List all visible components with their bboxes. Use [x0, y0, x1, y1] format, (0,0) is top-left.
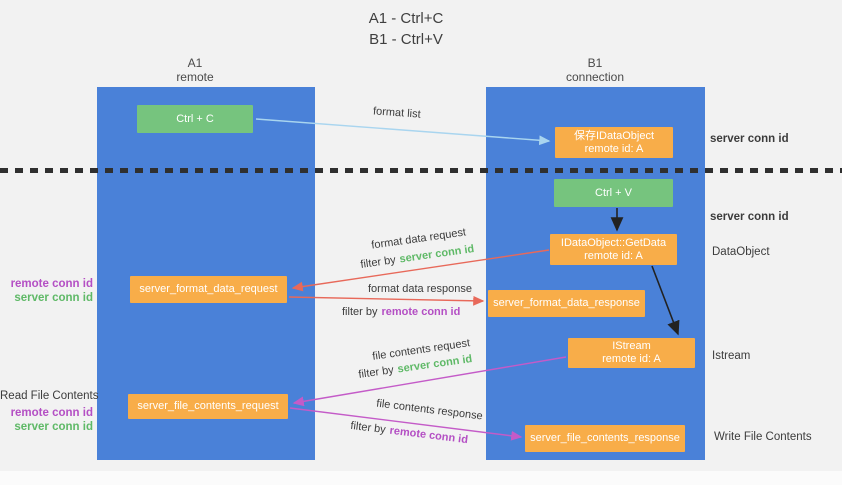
- filter-by-text: filter by: [357, 364, 395, 381]
- filter-by-text: filter by: [349, 419, 387, 437]
- node-ctrl-v-label: Ctrl + V: [595, 186, 632, 199]
- node-server-format-data-response: server_format_data_response: [488, 290, 645, 317]
- label-remote-conn-id-format: remote conn id: [10, 278, 93, 290]
- node-ctrl-c: Ctrl + C: [137, 105, 253, 133]
- title-line-2: B1 - Ctrl+V: [369, 31, 443, 48]
- column-b1-id: B1: [587, 56, 603, 70]
- phase-divider-dotted-line: [0, 168, 842, 173]
- filter-by-text: filter by: [342, 306, 378, 318]
- node-format-request-label: server_format_data_request: [139, 283, 278, 295]
- arrow-format-data-response: [288, 295, 485, 306]
- title-line-1: A1 - Ctrl+C: [368, 10, 444, 27]
- column-a1-id: A1: [187, 56, 203, 70]
- node-ctrl-v: Ctrl + V: [554, 179, 673, 207]
- node-istream-line2: remote id: A: [602, 353, 661, 365]
- node-save-idataobject-line1: 保存IDataObject: [573, 129, 655, 142]
- remote-conn-id-text: remote conn id: [388, 424, 469, 447]
- label-block-format-ids: remote conn id server conn id: [0, 277, 93, 305]
- node-save-idataobject-line2: remote id: A: [584, 142, 644, 155]
- label-dataobject: DataObject: [712, 246, 770, 258]
- node-istream-line1: IStream: [612, 340, 651, 352]
- column-a1-name: remote: [176, 70, 214, 84]
- label-server-conn-id-top: server conn id: [710, 133, 789, 145]
- node-ctrl-c-label: Ctrl + C: [176, 112, 214, 125]
- diagram-title: A1 - Ctrl+C B1 - Ctrl+V: [306, 8, 506, 50]
- filter-by-text: filter by: [359, 254, 397, 271]
- node-server-format-data-request: server_format_data_request: [130, 276, 287, 303]
- node-save-idataobject: 保存IDataObject remote id: A: [555, 127, 673, 158]
- column-header-b1: B1 connection: [535, 56, 655, 84]
- node-server-file-contents-response: server_file_contents_response: [525, 425, 685, 452]
- node-getdata-line2: remote id: A: [584, 249, 643, 262]
- bottom-strip: [0, 471, 842, 485]
- column-b1-name: connection: [565, 70, 625, 84]
- label-file-contents-response: file contents response: [375, 397, 484, 423]
- node-file-request-label: server_file_contents_request: [137, 400, 279, 412]
- label-remote-conn-id-file: remote conn id: [10, 407, 93, 419]
- node-format-response-label: server_format_data_response: [493, 297, 640, 309]
- node-idataobject-getdata: IDataObject::GetData remote id: A: [550, 234, 677, 265]
- server-conn-id-text: server conn id: [398, 243, 475, 266]
- node-istream: IStream remote id: A: [568, 338, 695, 368]
- label-format-data-response: format data response: [368, 283, 472, 295]
- node-file-response-label: server_file_contents_response: [530, 432, 680, 444]
- label-server-conn-id-format: server conn id: [14, 292, 93, 304]
- label-istream: Istream: [712, 350, 751, 362]
- node-server-file-contents-request: server_file_contents_request: [128, 394, 288, 419]
- label-write-file-contents: Write File Contents: [714, 431, 812, 443]
- label-format-list: format list: [372, 105, 422, 121]
- node-getdata-line1: IDataObject::GetData: [560, 236, 667, 249]
- label-server-conn-id-file: server conn id: [14, 421, 93, 433]
- label-read-file-contents: Read File Contents: [0, 390, 99, 402]
- label-server-conn-id-mid: server conn id: [710, 211, 789, 223]
- label-block-file-ids: remote conn id server conn id: [0, 406, 93, 434]
- column-header-a1: A1 remote: [135, 56, 255, 84]
- remote-conn-id-text: remote conn id: [381, 306, 461, 318]
